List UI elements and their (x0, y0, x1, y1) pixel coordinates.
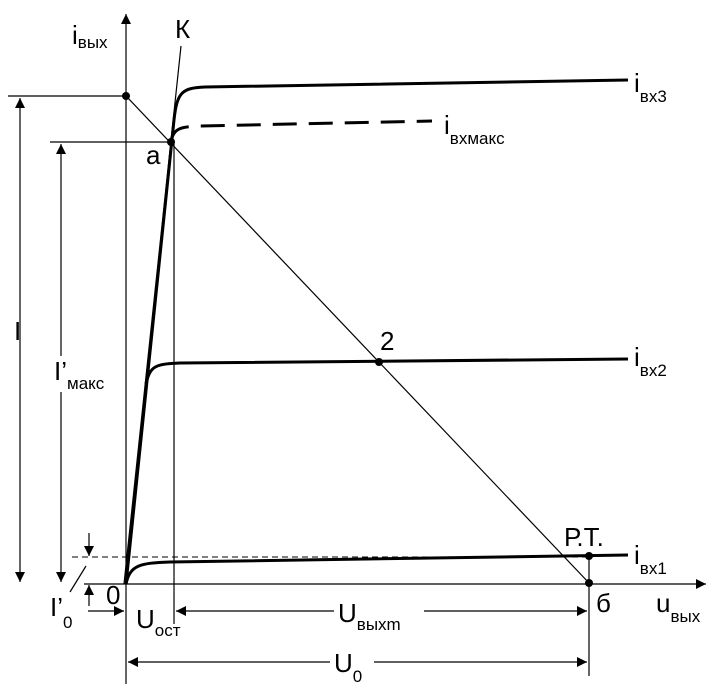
label-ivx3: iвх3 (634, 68, 667, 106)
dim-uost-label: Uост (136, 604, 181, 640)
point-2-label: 2 (380, 326, 394, 356)
point-k-label: К (175, 14, 190, 44)
dim-I0-leader (69, 565, 87, 593)
point-rt-label: Р.Т. (564, 522, 604, 552)
point-2 (375, 358, 383, 366)
dim-I-maks-label: I’макс (54, 356, 105, 393)
load-line (125, 95, 591, 585)
y-axis-label: iвых (72, 20, 108, 52)
label-ivxmaks: iвхмакс (444, 110, 505, 148)
dim-I0-label: I’0 (50, 592, 72, 632)
label-ivx2: iвх2 (634, 342, 667, 380)
dim-I-maks-label-bg (52, 356, 118, 392)
dim-uvyxm-label: Uвыхm (338, 598, 401, 634)
curve-ivx3 (124, 78, 629, 585)
origin-label: 0 (106, 580, 120, 610)
curve-ivx1 (124, 553, 629, 585)
x-axis-label: uвых (656, 588, 701, 626)
curve-ivxmaks (169, 119, 433, 141)
point-b-label: б (596, 588, 611, 618)
dim-u0-label-bg (330, 648, 374, 684)
point-a-label: а (146, 140, 161, 170)
label-ivx1: iвх1 (634, 540, 667, 578)
dim-u0-label: U0 (334, 648, 362, 686)
curve-ivx2 (144, 357, 629, 385)
dim-I-label: I (14, 316, 21, 346)
dim-uvyxm-label-bg (334, 596, 424, 632)
